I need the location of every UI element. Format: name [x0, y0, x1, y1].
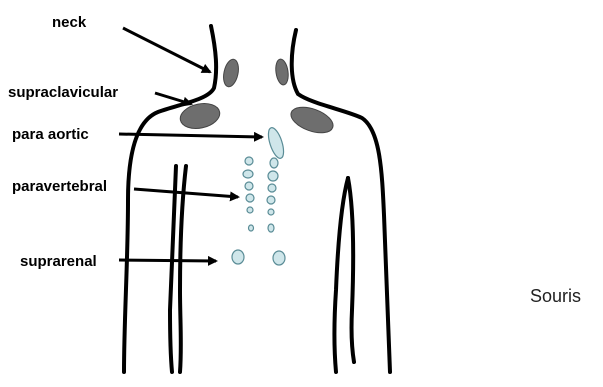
suprarenal-arrow [119, 260, 216, 261]
label-paravertebral: paravertebral [12, 178, 107, 195]
supraclavicular-arrow [155, 93, 191, 104]
neck-arrow [123, 28, 210, 72]
label-neck: neck [52, 14, 87, 31]
blue-depots [232, 126, 287, 265]
paravertebral-depot [268, 184, 276, 192]
paravertebral-depot [245, 157, 253, 165]
species-caption: Souris [530, 286, 581, 306]
left-inner-arm-outer [170, 166, 176, 372]
left-inner-arm-inner [180, 166, 186, 372]
paravertebral-depot [268, 171, 278, 181]
right-inner-arm [348, 178, 354, 362]
body-outline [124, 26, 390, 372]
paravertebral-depot [246, 194, 254, 202]
right-body-contour [292, 30, 390, 372]
para-aortic-depot [265, 126, 286, 160]
neck-depot-left [221, 58, 241, 88]
paravertebral-depot [268, 224, 274, 232]
paravertebral-depot [249, 225, 254, 231]
paravertebral-depot [243, 170, 253, 178]
label-para-aortic: para aortic [12, 126, 89, 143]
neck-depot-right [274, 58, 290, 85]
paravertebral-depot [247, 207, 253, 213]
suprarenal-depot-left [232, 250, 244, 264]
paravertebral-depot [270, 158, 278, 168]
para-aortic-arrow [119, 134, 262, 137]
paravertebral-arrow [134, 189, 238, 197]
label-supraclavicular: supraclavicular [8, 84, 118, 101]
suprarenal-depot-right [273, 251, 285, 265]
paravertebral-depot [245, 182, 253, 190]
label-suprarenal: suprarenal [20, 253, 97, 270]
right-torso-side [335, 178, 349, 372]
label-arrows [119, 28, 262, 261]
paravertebral-depot [268, 209, 274, 215]
paravertebral-depot [267, 196, 275, 204]
depot-labels: neck supraclavicular para aortic paraver… [8, 14, 118, 270]
